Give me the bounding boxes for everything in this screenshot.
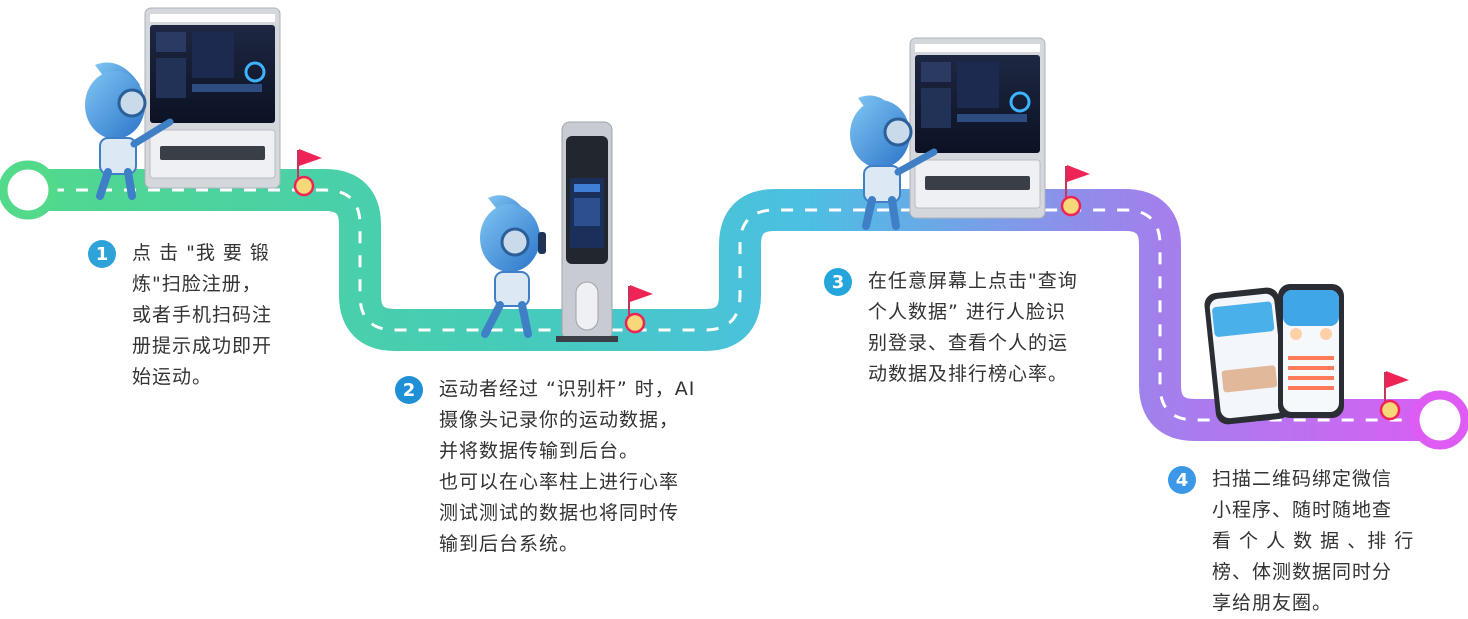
step-number-badge: 3 [824, 268, 852, 296]
track-center-line [28, 188, 1440, 422]
step-text-line: 在任意屏幕上点击"查询 [868, 270, 1078, 292]
step-number-badge: 1 [88, 240, 116, 268]
step-text-line: 动数据及排行榜心率。 [868, 363, 1069, 385]
track-start-circle [0, 160, 58, 220]
recognition-pole [556, 121, 618, 342]
mascot-robot-1 [85, 62, 174, 200]
step-text-line: 炼"扫脸注册， [132, 273, 262, 295]
step-text-line: 享给朋友圈。 [1212, 592, 1333, 614]
step-text-line: 小程序、随时随地查 [1212, 499, 1393, 521]
step-text-line: 榜、体测数据同时分 [1212, 561, 1393, 583]
step-text-line: 也可以在心率柱上进行心率 [439, 471, 680, 493]
kiosk-machine-2 [909, 37, 1046, 219]
flag-icon [624, 285, 653, 334]
step-text-line: 扫描二维码绑定微信 [1212, 468, 1393, 490]
step-2: 2 运动者经过 “识别杆” 时，AI 摄像头记录你的运动数据， 并将数据传输到后… [395, 374, 695, 560]
step-text-line: 测试测试的数据也将同时传 [439, 502, 680, 524]
step-text-line: 别登录、查看个人的运 [868, 332, 1069, 354]
mascot-robot-3 [850, 95, 938, 230]
step-text-line: 或者手机扫码注 [132, 304, 273, 326]
step-text-line: 运动者经过 “识别杆” 时，AI [439, 378, 696, 400]
step-number-badge: 4 [1168, 466, 1196, 494]
step-text-line: 个人数据” 进行人脸识 [868, 301, 1066, 323]
track-end-circle [1410, 390, 1468, 450]
step-1: 1 点 击 "我 要 锻 炼"扫脸注册， 或者手机扫码注 册提示成功即开 始运动… [88, 238, 272, 393]
flag-icon [293, 149, 322, 197]
mascot-robot-2 [480, 195, 546, 338]
step-text-line: 看 个 人 数 据 、排 行 [1212, 530, 1415, 552]
flag-icon [1379, 371, 1409, 421]
step-4: 4 扫描二维码绑定微信 小程序、随时随地查 看 个 人 数 据 、排 行 榜、体… [1168, 464, 1414, 619]
kiosk-machine-1 [144, 7, 281, 189]
step-number-badge: 2 [395, 376, 423, 404]
step-text-line: 点 击 "我 要 锻 [132, 242, 270, 264]
flag-icon [1060, 165, 1090, 217]
step-text-line: 输到后台系统。 [439, 533, 580, 555]
step-text-line: 并将数据传输到后台。 [439, 440, 640, 462]
step-text-line: 始运动。 [132, 366, 213, 388]
step-text-line: 册提示成功即开 [132, 335, 273, 357]
step-3: 3 在任意屏幕上点击"查询 个人数据” 进行人脸识 别登录、查看个人的运 动数据… [824, 266, 1078, 390]
step-text-line: 摄像头记录你的运动数据， [439, 409, 680, 431]
mini-program-phones [1204, 284, 1344, 425]
